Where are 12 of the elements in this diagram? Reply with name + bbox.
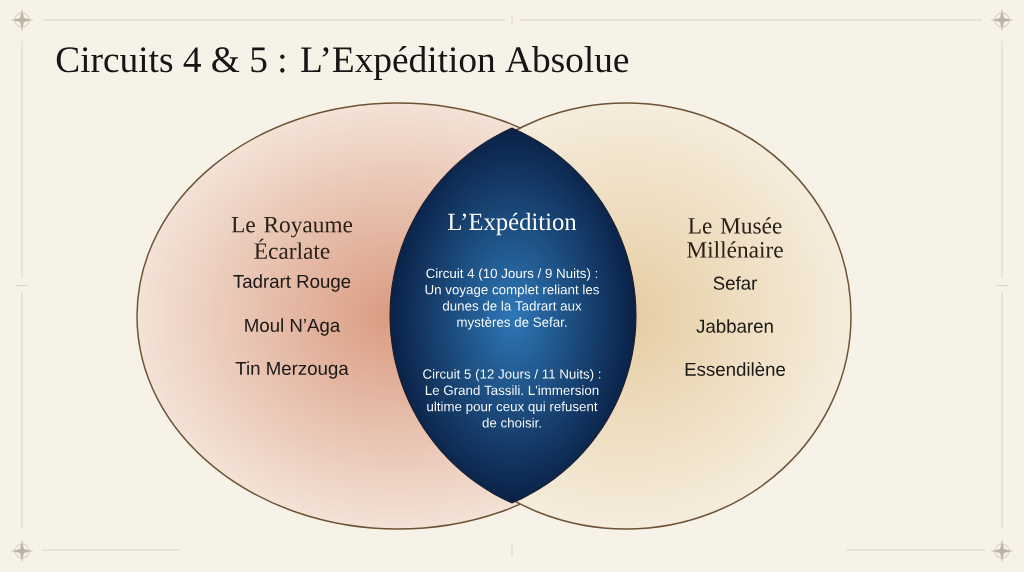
place-name: Essendilène [685,362,785,376]
circle-heading: Le Royaume Écarlate [231,217,353,259]
overlap-heading: L’Expédition [448,212,577,236]
title: Circuits 4 & 5 : L’Expédition Absolue [56,46,629,80]
paragraph: Circuit 5 (12 Jours / 11 Nuits) : Le Grand Tassili. L'immersion ultime pour ceux qui refusent de choisir. [423,368,601,428]
paragraph: Circuit 4 (10 Jours / 9 Nuits) : Un voyage complet reliant les dunes de la Tadrart aux mystères de Sefar. [425,268,599,330]
place-name: Tadrart Rouge [233,274,351,292]
place-name: Tin Merzouga [235,361,349,379]
place-name: Jabbaren [696,319,773,333]
place-name: Moul N’Aga [245,318,341,336]
place-name: Sefar [713,276,757,290]
circle-heading: Le Musée Millénaire [687,217,783,258]
